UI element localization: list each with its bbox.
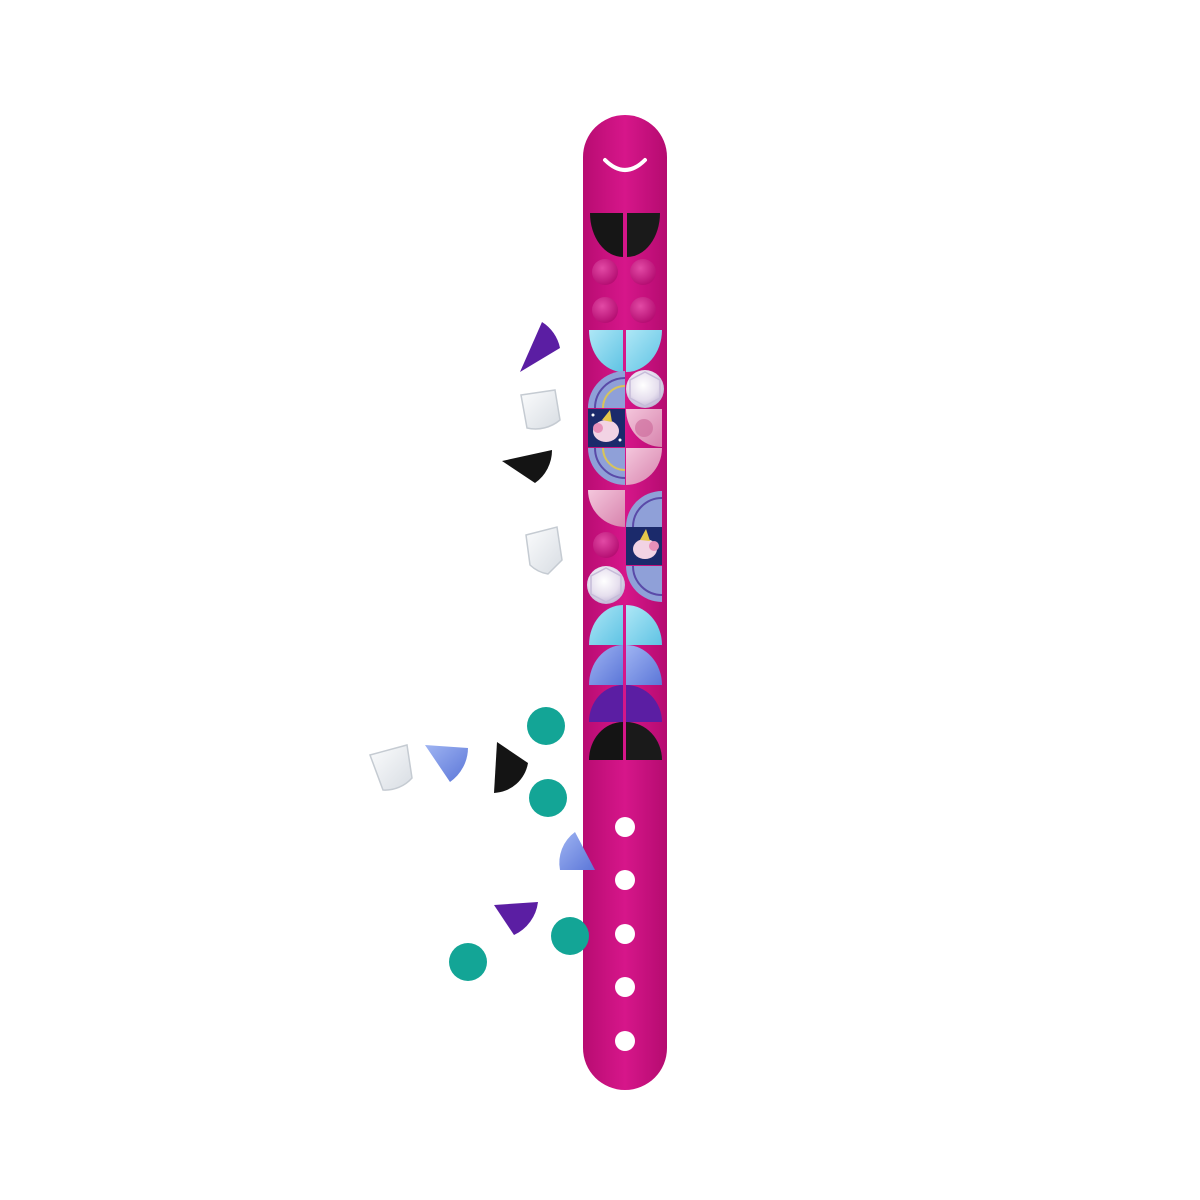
black-tile-pair-top: [590, 213, 660, 257]
strap-hole: [615, 977, 635, 997]
loose-black-tile: [502, 450, 553, 483]
periwinkle-quarter-tile: [589, 645, 623, 685]
light-blue-quarter-tile: [626, 330, 662, 372]
strap-hole: [615, 870, 635, 890]
loose-purple-tile: [494, 902, 538, 935]
stud: [630, 297, 656, 323]
purple-quarter-tile: [626, 685, 662, 722]
strap-holes: [615, 817, 635, 1051]
studs: [592, 259, 656, 323]
decor-block-lower: [587, 490, 663, 604]
decor-block-upper: [588, 370, 664, 485]
black-quarter-tile: [589, 722, 623, 760]
pink-tile: [626, 448, 662, 485]
loose-teal-round-tile: [527, 707, 565, 745]
loose-clear-tile: [520, 389, 561, 430]
periwinkle-quarter-tile: [626, 645, 662, 685]
loose-black-tile: [494, 742, 528, 793]
stud: [592, 259, 618, 285]
strap-hole: [615, 817, 635, 837]
black-quarter-tile: [627, 213, 660, 257]
loose-teal-round-tile: [551, 917, 589, 955]
lower-tile-stack: [589, 605, 662, 760]
light-blue-tile-pair: [589, 330, 662, 372]
pink-tile: [588, 490, 625, 527]
black-quarter-tile: [590, 213, 623, 257]
loose-teal-round-tile: [449, 943, 487, 981]
light-blue-quarter-tile: [626, 605, 662, 645]
light-blue-quarter-tile: [589, 330, 623, 372]
loose-clear-tile: [525, 526, 563, 575]
loose-periwinkle-tile: [425, 745, 468, 782]
smile-mark: [603, 158, 647, 172]
strap-hole: [615, 924, 635, 944]
stud: [630, 259, 656, 285]
loose-tiles: [369, 322, 595, 981]
loose-clear-tile: [369, 744, 413, 791]
stud: [592, 297, 618, 323]
purple-quarter-tile: [589, 685, 623, 722]
gem-tile: [626, 370, 664, 408]
loose-periwinkle-tile: [559, 832, 595, 870]
black-quarter-tile: [626, 722, 662, 760]
light-blue-quarter-tile: [589, 605, 623, 645]
gem-tile: [587, 566, 625, 604]
loose-teal-round-tile: [529, 779, 567, 817]
strap-hole: [615, 1031, 635, 1051]
loose-purple-tile: [520, 322, 560, 372]
stud: [593, 532, 619, 558]
